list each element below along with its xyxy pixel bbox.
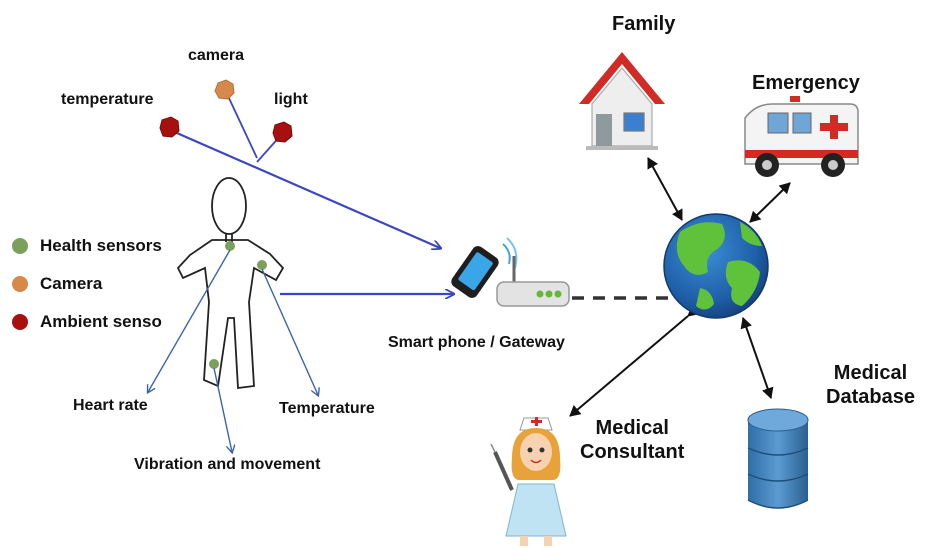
camera-sensor-label: camera [188,47,245,64]
family-label: Family [612,13,676,35]
temperature-sensor-label: temperature [61,91,154,108]
globe-icon [663,213,769,319]
legend-ambient: Ambient senso [12,312,162,332]
medical-database-label: Medical Database [826,362,915,408]
vibration-label: Vibration and movement [134,456,321,473]
legend-health: Health sensors [12,236,162,256]
health-dot [12,238,28,254]
emergency-label: Emergency [752,72,860,94]
database-icon [747,408,809,509]
legend-camera-label: Camera [40,274,103,293]
camera-sensor-dot [214,79,235,100]
smartphone-icon [451,237,518,298]
camera-dot [12,276,28,292]
sensor-legend: Health sensors Camera Ambient senso [12,232,174,342]
light-sensor-label: light [274,91,308,108]
network-links [569,157,791,417]
nurse-icon [490,417,567,546]
heart-rate-label: Heart rate [73,397,148,414]
legend-camera: Camera [12,274,102,294]
ambulance-icon [744,96,859,177]
medical-consultant-label: Medical Consultant [580,417,685,463]
body-sensor-links [148,249,318,452]
ambient-dot [12,314,28,330]
person-icon [176,177,285,390]
leg-sensor-dot [209,359,219,369]
light-sensor-dot [272,121,293,143]
chest-sensor-dot [225,241,235,251]
legend-health-label: Health sensors [40,236,162,255]
gateway-label: Smart phone / Gateway [388,334,565,351]
house-icon [579,52,665,150]
temperature-sensor-dot [159,116,180,138]
router-icon [496,256,570,307]
legend-ambient-label: Ambient senso [40,312,162,331]
temperature-body-label: Temperature [279,400,375,417]
arm-sensor-dot [257,260,267,270]
